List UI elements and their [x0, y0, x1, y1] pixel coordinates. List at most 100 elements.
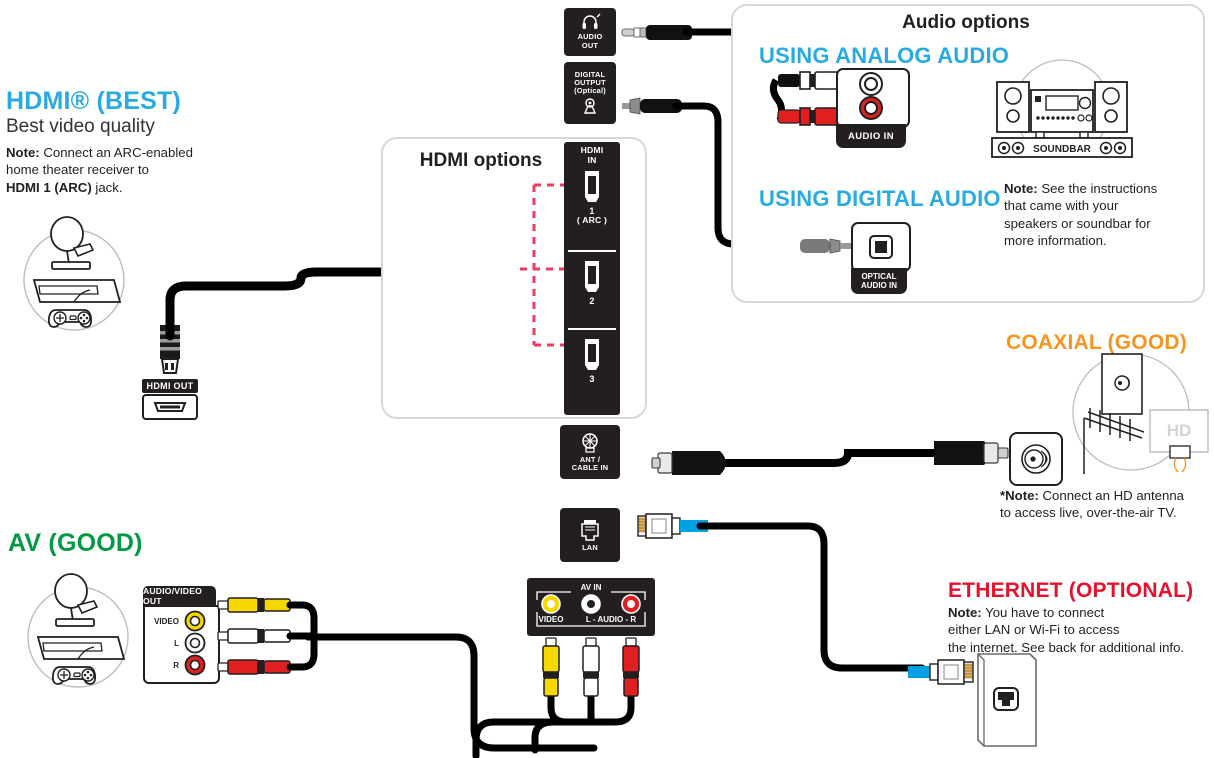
audio-in-label: AUDIO IN — [848, 130, 894, 142]
eth-note-line3: the internet. See back for additional in… — [948, 639, 1185, 655]
hdmi-section-note: Note: Connect an ARC-enabled home theate… — [6, 144, 221, 196]
hdmi-note-tail: jack. — [91, 179, 123, 195]
ethernet-cable — [696, 522, 926, 672]
audio-out-jack[interactable]: AUDIO OUT — [564, 8, 616, 56]
av-out-right-label: R — [173, 660, 179, 670]
hdmi-in-jack-panel: HDMI IN 1 ( ARC ) 2 3 — [564, 142, 620, 415]
coaxial-note: *Note: Connect an HD antenna to access l… — [1000, 487, 1200, 522]
av-cable-return — [472, 718, 579, 758]
av-section-heading: AV (GOOD) — [8, 529, 143, 557]
av-out-left-label: L — [174, 638, 179, 648]
audio-out-label-line2: OUT — [581, 40, 599, 50]
hdmi-cable — [165, 267, 485, 341]
hd-antenna-badge: HD — [1167, 421, 1192, 440]
av-in-video-label: VIDEO — [539, 615, 564, 624]
hdmi-port-1[interactable]: 1 ( ARC ) — [564, 170, 620, 226]
optical-audio-cable — [672, 102, 820, 248]
lan-label: LAN — [582, 542, 598, 552]
hdmi-port-1-sublabel: ( ARC ) — [576, 215, 608, 226]
eth-note-label: Note: — [948, 605, 982, 620]
av-out-panel: VIDEO L R — [143, 605, 220, 684]
analog-rca-plugs — [769, 71, 853, 126]
hdmi-section-heading: HDMI® (BEST) — [6, 87, 181, 115]
hdmi-source-device-illustration — [12, 216, 137, 333]
audio-note-label: Note: — [1004, 181, 1038, 196]
audio-in-jack-face[interactable] — [836, 68, 910, 128]
av-out-jack-right[interactable]: R — [145, 654, 218, 676]
digital-output-line3: (Optical) — [574, 86, 606, 96]
optical-plug-to-tv — [800, 236, 858, 256]
audio-out-plug — [621, 24, 692, 42]
antenna-illustration: * HD — [1058, 350, 1210, 480]
optical-label-line1: OPTICAL — [861, 272, 897, 281]
av-out-jack-left[interactable]: L — [145, 632, 218, 654]
ant-cable-in-jack[interactable]: ANT / CABLE IN — [560, 425, 620, 479]
hdmi-in-header-line2: IN — [587, 154, 597, 165]
optical-audio-in-label-bar: OPTICAL AUDIO IN — [851, 268, 907, 294]
headphone-icon — [582, 13, 601, 30]
hdmi-port-2-number: 2 — [589, 296, 595, 306]
ethernet-note: Note: You have to connect either LAN or … — [948, 604, 1198, 656]
ethernet-plug-at-wall — [908, 658, 980, 686]
hdmi-note-line2: home theater receiver to — [6, 162, 149, 178]
rj45-icon — [581, 519, 599, 541]
coaxial-cable — [651, 441, 1009, 475]
audio-note-line3: speakers or soundbar for — [1004, 215, 1151, 231]
av-out-rca-plugs — [217, 597, 318, 675]
audio-options-panel-title: Audio options — [902, 12, 1030, 33]
hdmi-port-3-number: 3 — [589, 374, 595, 384]
av-out-video-label: VIDEO — [154, 616, 179, 626]
av-cable — [304, 633, 598, 752]
audio-note-line2: that came with your — [1004, 198, 1119, 214]
hdmi-section-subheading: Best video quality — [6, 116, 155, 137]
optical-jack-icon — [583, 98, 597, 115]
coax-note-label: Note: — [1005, 488, 1039, 503]
eth-note-line2: either LAN or Wi-Fi to access — [948, 622, 1120, 638]
audio-note-line1: See the instructions — [1037, 181, 1158, 196]
optical-audio-in-jack-face[interactable] — [851, 222, 911, 272]
optical-plug-from-tv — [622, 96, 682, 116]
coax-note-star: * — [1000, 488, 1006, 503]
eth-note-line1: You have to connect — [981, 605, 1105, 620]
hdmi-port-3[interactable]: 3 — [564, 338, 620, 384]
hdmi-port-1-number: 1 — [589, 206, 595, 216]
lan-jack[interactable]: LAN — [560, 508, 620, 562]
hdmi-note-line1: Connect an ARC-enabled — [39, 145, 193, 160]
ethernet-wall-jack[interactable] — [976, 652, 1038, 752]
audio-in-label-bar: AUDIO IN — [836, 124, 906, 148]
coax-jack-icon — [582, 432, 598, 453]
av-in-title-text: AV IN — [581, 583, 602, 592]
analog-audio-heading: USING ANALOG AUDIO — [759, 43, 1010, 68]
hdmi-options-panel-title: HDMI options — [419, 150, 543, 171]
av-out-jack-video[interactable]: VIDEO — [145, 607, 218, 632]
ant-cable-line2: CABLE IN — [571, 463, 609, 472]
hdmi-panel-divider-2 — [568, 328, 616, 330]
audio-out-label-line1: AUDIO — [577, 32, 603, 42]
av-out-panel-title: AUDIO/VIDEO OUT — [143, 586, 203, 606]
soundbar-illustration: SOUNDBAR — [988, 58, 1136, 168]
ethernet-section-heading: ETHERNET (OPTIONAL) — [948, 579, 1194, 602]
hdmi-in-header-line1: HDMI — [580, 145, 604, 155]
hdmi-note-label: Note: — [6, 145, 40, 160]
digital-output-line2: OUTPUT — [574, 77, 606, 87]
digital-output-jack[interactable]: DIGITAL OUTPUT (Optical) — [564, 62, 616, 124]
coax-note-line2: to access live, over-the-air TV. — [1000, 505, 1177, 521]
av-in-panel: AV IN VIDEO L - AUDIO - R — [527, 578, 655, 636]
av-out-panel-title-bar: AUDIO/VIDEO OUT — [143, 586, 216, 606]
optical-label-line2: AUDIO IN — [861, 281, 897, 290]
coax-note-line1: Connect an HD antenna — [1038, 488, 1185, 503]
hdmi-port-2[interactable]: 2 — [564, 260, 620, 306]
audio-note-line4: more information. — [1004, 233, 1107, 249]
hdmi-panel-divider-1 — [568, 250, 616, 252]
ant-cable-line1: ANT / — [579, 454, 601, 464]
audio-options-note: Note: See the instructions that came wit… — [1004, 180, 1194, 250]
hdmi-out-port: HDMI OUT — [142, 379, 198, 420]
hdmi-out-port-label: HDMI OUT — [142, 379, 198, 393]
soundbar-label: SOUNDBAR — [1033, 144, 1092, 155]
av-source-device-illustration — [16, 573, 141, 690]
digital-output-line1: DIGITAL — [574, 69, 606, 79]
digital-audio-heading: USING DIGITAL AUDIO — [759, 186, 1001, 211]
coaxial-section-heading: COAXIAL (GOOD) — [1006, 331, 1187, 354]
coax-wall-jack[interactable] — [1009, 432, 1063, 486]
hdmi-note-bold2: HDMI 1 (ARC) — [6, 179, 92, 195]
